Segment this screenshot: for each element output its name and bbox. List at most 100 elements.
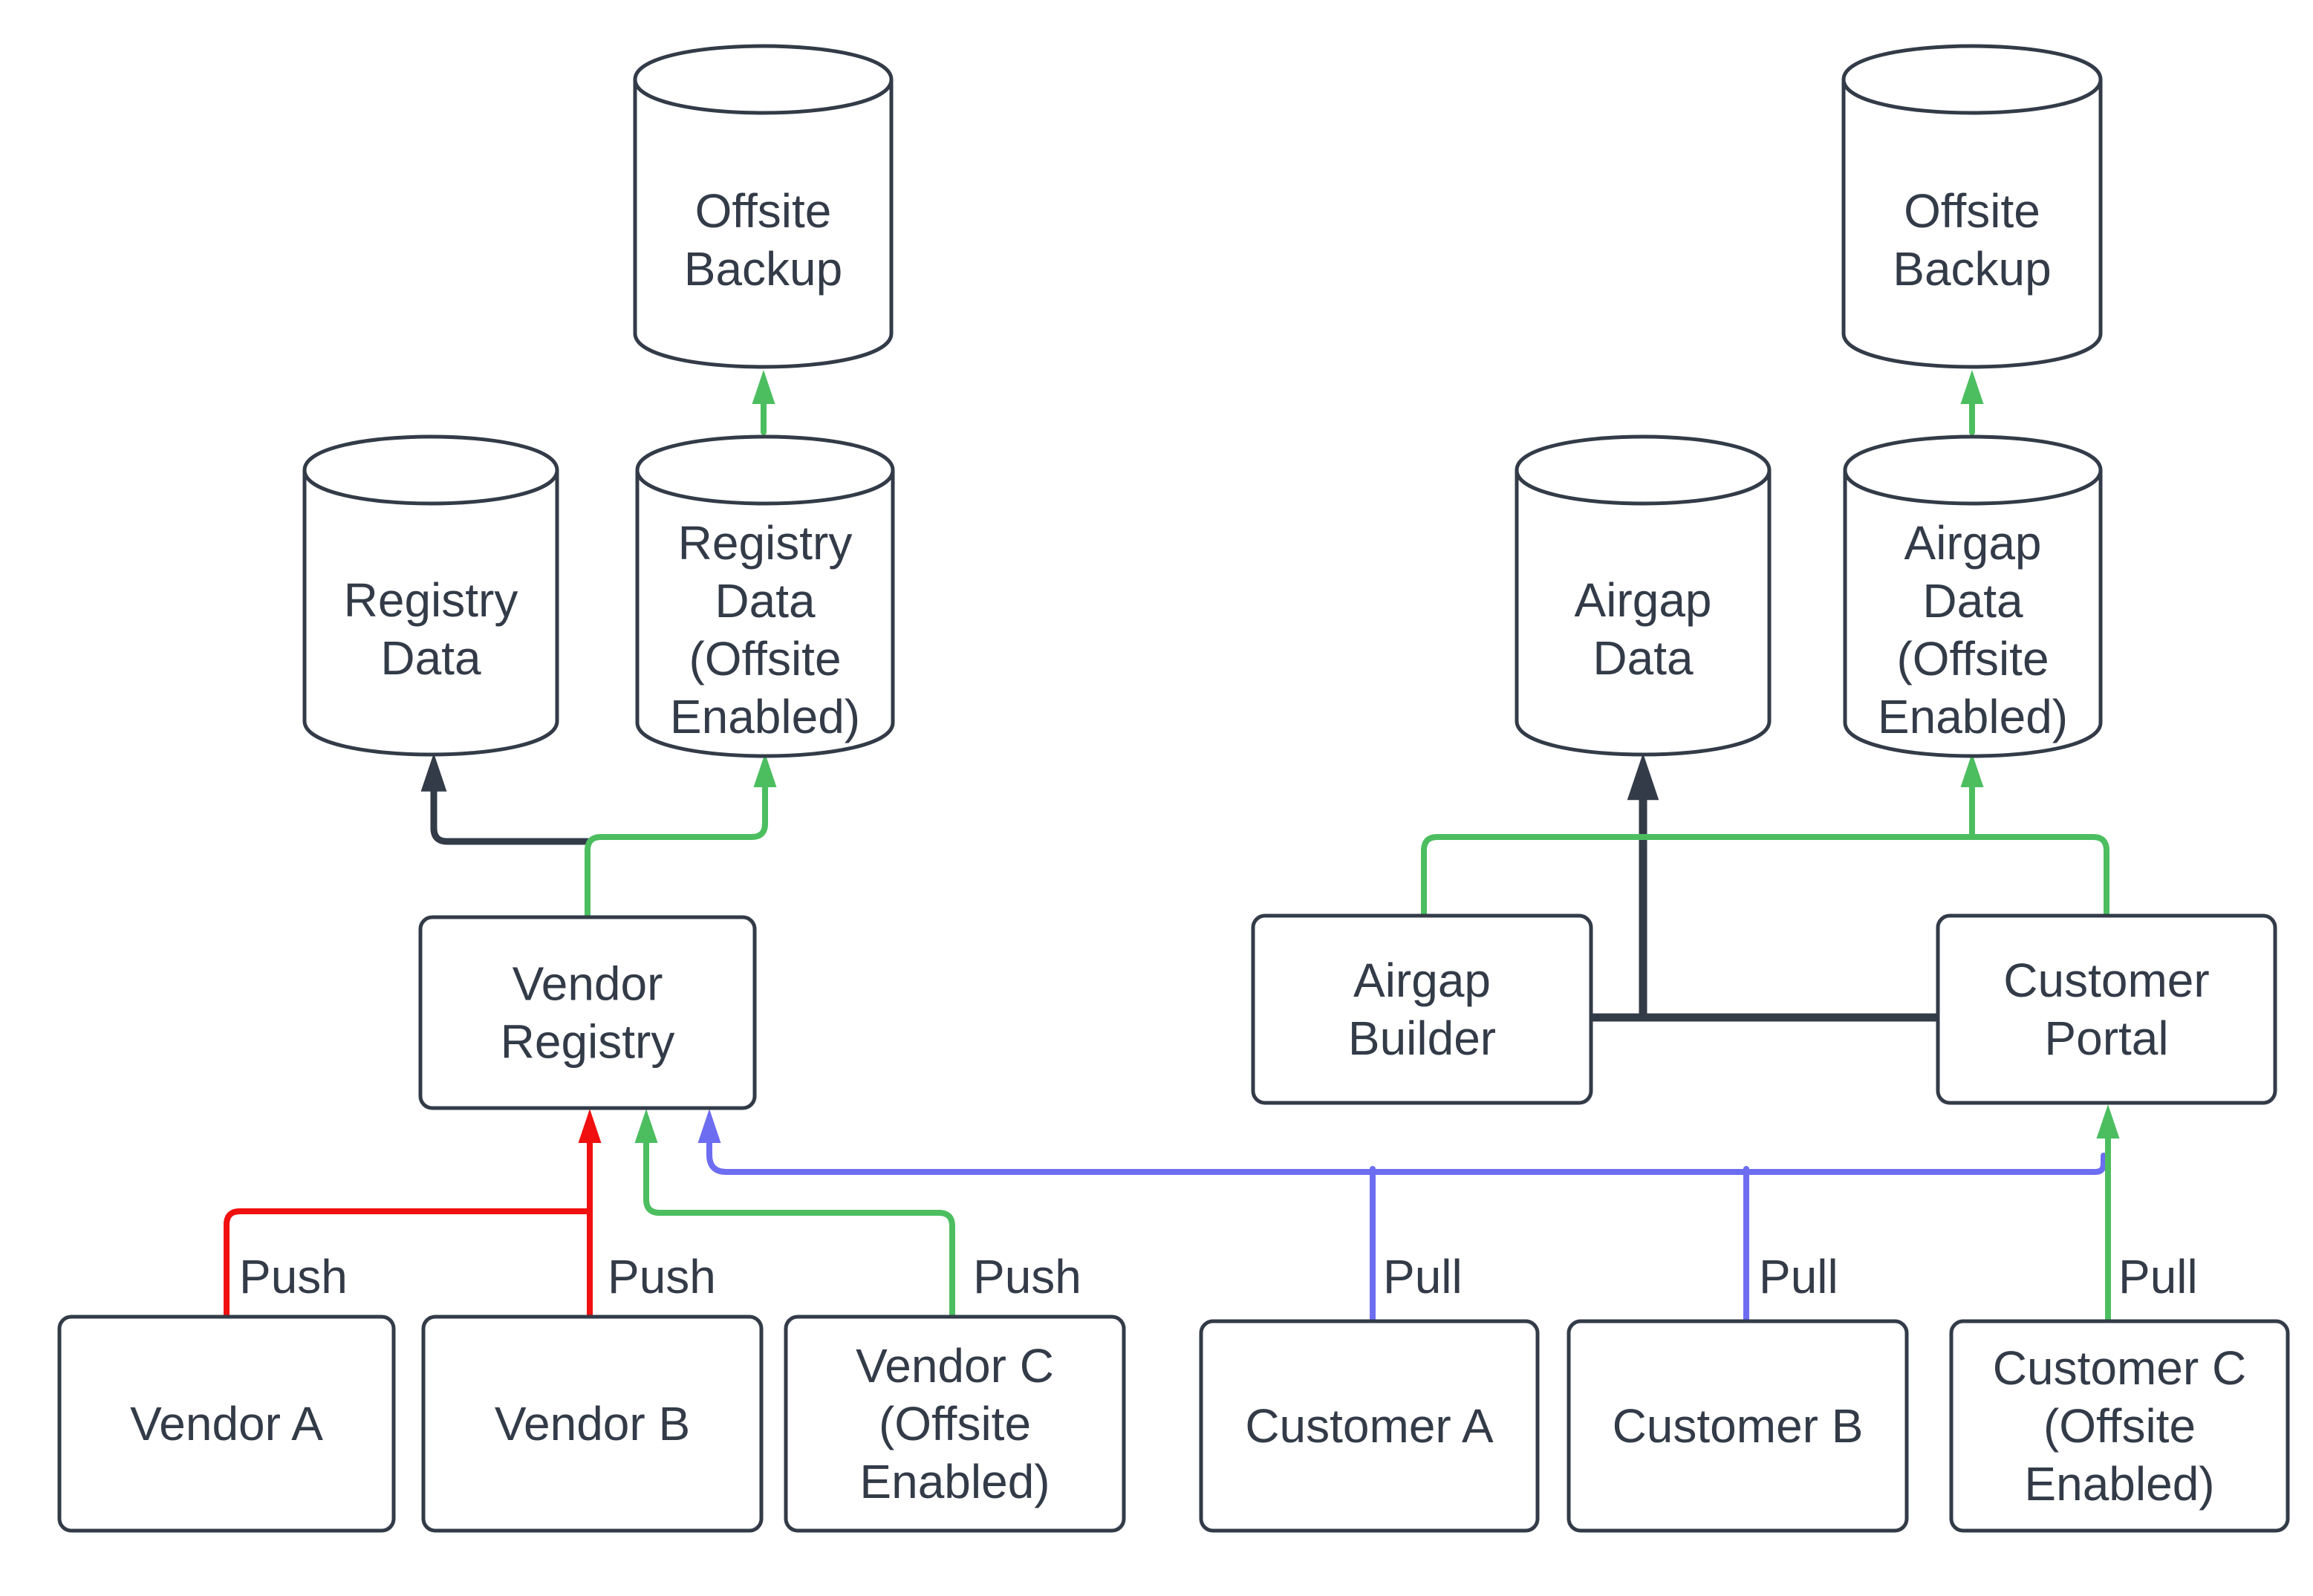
vendor-registry-label-line-1: Registry <box>501 1015 675 1069</box>
edge-customers-pull-to-vendor-registry <box>697 1109 2107 1175</box>
customer-portal-box <box>1936 913 2277 1105</box>
offsite-backup-left-label-line-0: Offsite <box>695 184 832 238</box>
registry-data-offsite-label-line-2: (Offsite <box>689 632 841 685</box>
edge-vendor-a-push <box>224 1208 590 1320</box>
registry-data-cylinder-body <box>302 434 559 757</box>
edge-customer-c-pull <box>2096 1104 2120 1324</box>
offsite-backup-right-cylinder-body <box>1841 44 2103 369</box>
vendor-a-box <box>57 1315 396 1533</box>
offsite-backup-right-label-line-1: Backup <box>1893 242 2051 296</box>
arrowhead-to-airgap-data-offsite <box>1960 753 1984 787</box>
edge-label-push-2: Push <box>973 1250 1081 1303</box>
arrowhead-customers-pull-to-vendor-registry <box>697 1109 721 1143</box>
edge-label-pull-4: Pull <box>1759 1250 1838 1303</box>
customer-b-label-line-0: Customer B <box>1613 1399 1864 1453</box>
edge-line-customers-pull-to-vendor-registry <box>706 1135 2107 1175</box>
registry-data-offsite-label-line-0: Registry <box>678 516 853 570</box>
vendor-registry-box <box>418 915 757 1110</box>
edge-line-vendor-a-push <box>224 1208 590 1320</box>
edge-line-customer-portal-to-airgap-builder <box>1421 834 2109 920</box>
customer-b: Customer B <box>1567 1319 1909 1533</box>
customer-a-label-line-0: Customer A <box>1245 1399 1494 1453</box>
offsite-backup-left-label-line-1: Backup <box>684 242 842 296</box>
edge-vendor-c-push <box>634 1109 955 1320</box>
vendor-c-label-line-1: (Offsite <box>879 1397 1031 1450</box>
edge-label-pull-5: Pull <box>2118 1250 2198 1303</box>
vendor-a-label-line-0: Vendor A <box>130 1397 323 1450</box>
airgap-data-offsite-cylinder-rim <box>1843 469 2103 506</box>
edge-labels-layer: Push Push Push Pull Pull Pull <box>239 1250 2198 1303</box>
vendor-b-label: Vendor B <box>495 1397 690 1450</box>
edge-vendor-registry-to-registry-data <box>420 753 591 845</box>
vendor-a: Vendor A <box>57 1315 396 1533</box>
offsite-backup-right-label-line-0: Offsite <box>1904 184 2040 238</box>
airgap-data-offsite-label-line-1: Data <box>1922 574 2023 628</box>
registry-data-offsite-cylinder-rim <box>635 469 895 506</box>
customer-c-label-line-2: Enabled) <box>2024 1457 2214 1511</box>
airgap-data-cylinder-body <box>1515 434 1772 757</box>
customer-b-box <box>1567 1319 1909 1533</box>
edge-airgap-offsite-to-backup <box>1960 370 1984 435</box>
edge-label-push-0: Push <box>239 1250 348 1303</box>
airgap-builder-label-line-0: Airgap <box>1353 954 1491 1007</box>
registry-data-cylinder-rim <box>302 469 559 506</box>
customer-a-label: Customer A <box>1245 1399 1494 1453</box>
edge-vendor-registry-to-registry-data-offsite <box>585 753 777 924</box>
offsite-backup-left-cylinder-rim <box>633 79 894 115</box>
arrowhead-airgap-offsite-to-backup <box>1960 370 1984 404</box>
vendor-c-label-line-0: Vendor C <box>856 1339 1054 1393</box>
airgap-data-label-line-1: Data <box>1593 631 1694 685</box>
registry-data-label-line-1: Data <box>380 631 481 685</box>
edge-to-airgap-data <box>1627 753 1659 1022</box>
airgap-builder-label-line-1: Builder <box>1348 1012 1496 1065</box>
arrowhead-vendor-registry-to-registry-data <box>420 753 447 792</box>
airgap-data-offsite-label-line-2: (Offsite <box>1896 632 2049 685</box>
customer-portal-label-line-0: Customer <box>2003 954 2209 1007</box>
customer-c-label-line-0: Customer C <box>1993 1341 2246 1395</box>
customer-portal-label-line-1: Portal <box>2044 1012 2168 1065</box>
vendor-b-box <box>421 1315 764 1533</box>
registry-data-offsite-label-line-1: Data <box>715 574 816 628</box>
vendor-b: Vendor B <box>421 1315 764 1533</box>
customer-a-box <box>1199 1319 1540 1533</box>
edge-line-vendor-registry-to-registry-data-offsite <box>585 779 768 924</box>
airgap-data-cylinder-rim <box>1515 469 1772 506</box>
arrowhead-vendor-b-push <box>578 1109 602 1143</box>
vendor-a-label: Vendor A <box>130 1397 323 1450</box>
airgap-builder-box <box>1251 913 1593 1105</box>
customer-c-box <box>1949 1319 2290 1533</box>
edge-label-push-1: Push <box>608 1250 716 1303</box>
arrowhead-vendor-registry-to-registry-data-offsite <box>753 753 777 787</box>
edge-line-vendor-c-push <box>643 1135 955 1320</box>
edges-layer <box>224 370 2120 1324</box>
customer-b-label: Customer B <box>1613 1399 1864 1453</box>
customer-c-label-line-1: (Offsite <box>2043 1399 2196 1453</box>
edge-customer-portal-to-airgap-builder <box>1421 834 2109 920</box>
offsite-backup-right-cylinder-rim <box>1841 79 2103 115</box>
vendor-c-label-line-2: Enabled) <box>859 1455 1050 1508</box>
airgap-data-offsite-label-line-3: Enabled) <box>1878 690 2068 743</box>
airgap-data-label-line-0: Airgap <box>1575 573 1712 627</box>
vendor-b-label-line-0: Vendor B <box>495 1397 690 1450</box>
edge-label-pull-3: Pull <box>1383 1250 1463 1303</box>
vendor-c-box <box>784 1315 1126 1533</box>
